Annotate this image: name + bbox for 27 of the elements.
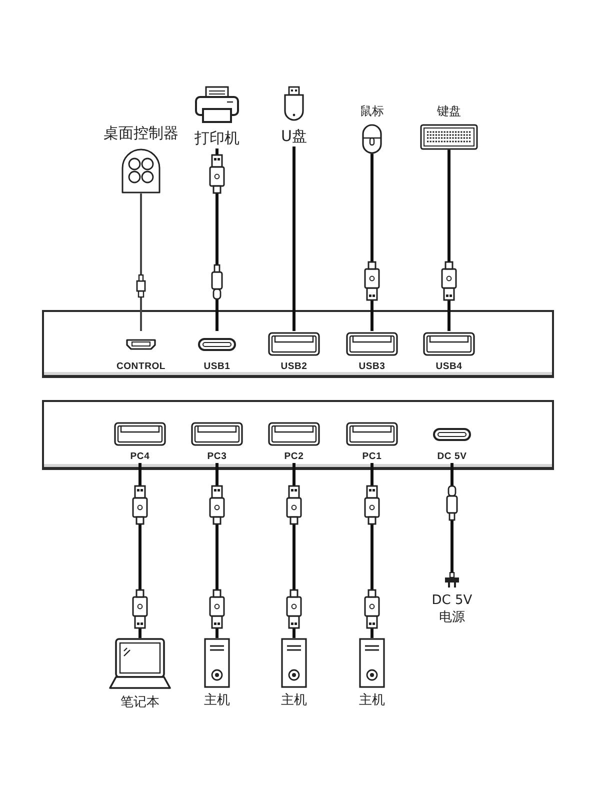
device-label: 桌面控制器 [104, 124, 178, 144]
cable [292, 146, 296, 331]
device-label: 鼠标 [360, 104, 384, 120]
switch-panel [42, 310, 554, 378]
port-label: PC1 [362, 451, 382, 463]
port-label: USB2 [280, 361, 308, 373]
port-label: USB3 [358, 361, 386, 373]
device-label: U盘 [281, 127, 307, 146]
cable [448, 150, 450, 331]
port-label: PC3 [207, 451, 227, 463]
device-label: 键盘 [437, 104, 461, 120]
port-label: USB4 [436, 361, 462, 373]
port-label: PC4 [130, 451, 150, 463]
switch-panel [42, 400, 554, 470]
port-label: PC2 [284, 451, 304, 463]
port-label: CONTROL [116, 361, 166, 373]
port-label: DC 5V [437, 451, 467, 463]
cable [140, 194, 142, 331]
device-label: 主机 [359, 693, 385, 710]
device-label: DC 5V 电源 [430, 593, 474, 627]
cable [370, 154, 374, 331]
device-label: 主机 [281, 693, 307, 710]
device-label: 主机 [204, 693, 230, 710]
device-label: 打印机 [194, 129, 240, 148]
cable [450, 463, 454, 572]
port-label: USB1 [204, 361, 230, 373]
device-label: 笔记本 [120, 695, 160, 712]
